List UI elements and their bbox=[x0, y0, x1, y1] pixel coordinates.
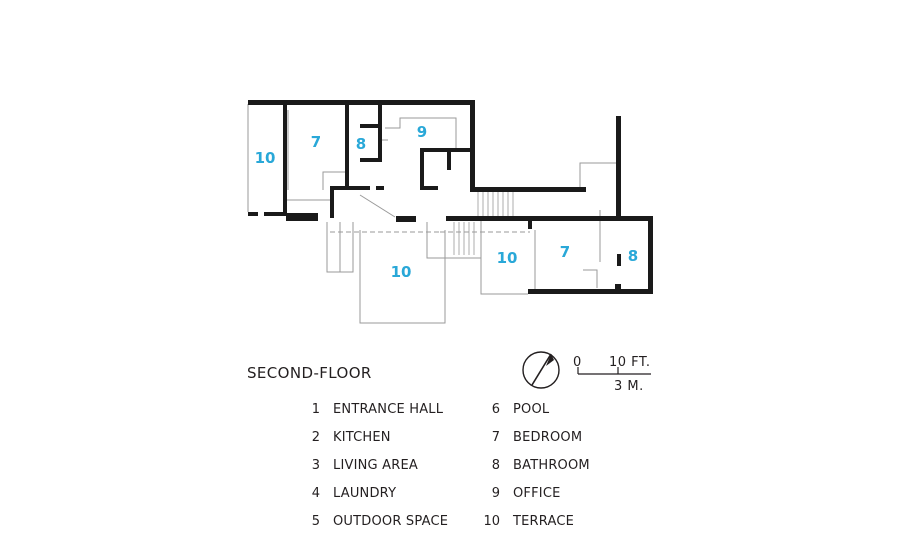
legend-name: BEDROOM bbox=[513, 430, 583, 445]
legend-name: KITCHEN bbox=[333, 430, 391, 445]
room-label: 7 bbox=[560, 243, 570, 261]
scale-feet-label: 10 FT. bbox=[609, 355, 650, 370]
scale-bar: 0 10 FT. 3 M. bbox=[573, 355, 651, 394]
legend-number: 8 bbox=[491, 458, 500, 473]
legend-name: LIVING AREA bbox=[333, 458, 418, 473]
legend-number: 5 bbox=[311, 514, 320, 529]
room-numbers: 10 7 8 9 10 10 7 8 bbox=[255, 123, 639, 281]
floor-title: SECOND-FLOOR bbox=[247, 364, 372, 382]
room-label: 10 bbox=[391, 263, 412, 281]
legend-name: LAUNDRY bbox=[333, 486, 397, 501]
legend-number: 6 bbox=[491, 402, 500, 417]
thin-lines bbox=[247, 104, 618, 324]
room-label: 8 bbox=[628, 247, 638, 265]
legend-number: 2 bbox=[311, 430, 320, 445]
legend-number: 10 bbox=[483, 514, 500, 529]
legend-name: BATHROOM bbox=[513, 458, 590, 473]
legend-number: 7 bbox=[491, 430, 500, 445]
legend-name: OUTDOOR SPACE bbox=[333, 514, 449, 529]
legend-name: OFFICE bbox=[513, 486, 561, 501]
north-arrow-icon bbox=[522, 351, 560, 389]
legend-number: 3 bbox=[311, 458, 320, 473]
stairs bbox=[453, 190, 514, 255]
legend-name: POOL bbox=[513, 402, 550, 417]
walls bbox=[248, 100, 653, 294]
room-label: 7 bbox=[311, 133, 321, 151]
room-label: 10 bbox=[497, 249, 518, 267]
scale-zero-label: 0 bbox=[573, 355, 582, 370]
legend-number: 1 bbox=[311, 402, 320, 417]
legend-number: 9 bbox=[491, 486, 500, 501]
legend-name: ENTRANCE HALL bbox=[333, 402, 444, 417]
legend-name: TERRACE bbox=[513, 514, 575, 529]
room-label: 10 bbox=[255, 149, 276, 167]
scale-meters-label: 3 M. bbox=[614, 379, 644, 394]
legend-number: 4 bbox=[311, 486, 320, 501]
room-label: 8 bbox=[356, 135, 366, 153]
room-label: 9 bbox=[417, 123, 427, 141]
